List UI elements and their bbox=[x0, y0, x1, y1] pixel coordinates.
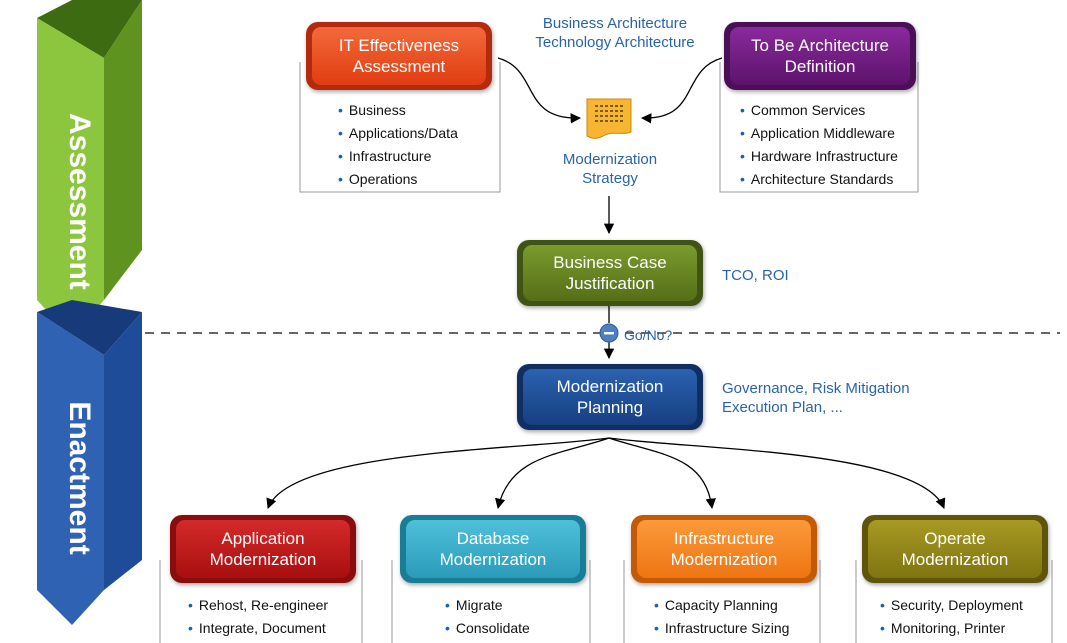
list-item: Business bbox=[338, 99, 458, 122]
list-item: Infrastructure Sizing bbox=[654, 617, 790, 640]
to-be-architecture-title: To Be Architecture Definition bbox=[730, 27, 910, 85]
decision-label: Go/No? bbox=[624, 327, 673, 343]
bracket-it-effectiveness bbox=[299, 62, 501, 193]
phase-enactment-label: Enactment bbox=[63, 401, 96, 555]
phase-arrows bbox=[37, 0, 142, 625]
to-be-architecture-box[interactable]: To Be Architecture Definition bbox=[724, 22, 916, 90]
arrow-planning-to-database bbox=[495, 437, 610, 510]
assessment-arrow-side bbox=[104, 0, 142, 300]
list-item: Security, Deployment bbox=[880, 594, 1023, 617]
arrow-planning-to-application bbox=[266, 437, 610, 509]
operate-modernization-title: Operate Modernization bbox=[868, 520, 1042, 578]
business-case-note: TCO, ROI bbox=[722, 267, 789, 284]
database-modernization-list: Migrate Consolidate bbox=[445, 594, 530, 640]
arrow-tobe-to-strategy bbox=[640, 57, 723, 124]
to-be-architecture-list: Common Services Application Middleware H… bbox=[740, 99, 898, 191]
phase-assessment-label: Assessment bbox=[63, 113, 96, 290]
infrastructure-modernization-box[interactable]: Infrastructure Modernization bbox=[631, 515, 817, 583]
list-item: Monitoring, Printer bbox=[880, 617, 1023, 640]
list-item: Migrate bbox=[445, 594, 530, 617]
list-item: Application Middleware bbox=[740, 122, 898, 145]
database-modernization-title: Database Modernization bbox=[406, 520, 580, 578]
minus-circle-icon[interactable] bbox=[598, 322, 620, 344]
bracket-infrastructure bbox=[623, 560, 821, 643]
arrow-planning-to-operate bbox=[608, 437, 946, 509]
planning-box[interactable]: Modernization Planning bbox=[517, 364, 703, 430]
application-modernization-box[interactable]: Application Modernization bbox=[170, 515, 356, 583]
list-item: Architecture Standards bbox=[740, 168, 898, 191]
bracket-database bbox=[391, 560, 591, 643]
it-effectiveness-box[interactable]: IT Effectiveness Assessment bbox=[306, 22, 492, 90]
bracket-application bbox=[159, 560, 363, 643]
bracket-to-be bbox=[719, 62, 919, 193]
enactment-arrow-body bbox=[37, 312, 104, 625]
enactment-arrow-side bbox=[104, 312, 142, 590]
list-item: Consolidate bbox=[445, 617, 530, 640]
database-modernization-box[interactable]: Database Modernization bbox=[400, 515, 586, 583]
application-modernization-title: Application Modernization bbox=[176, 520, 350, 578]
list-item: Common Services bbox=[740, 99, 898, 122]
list-item: Infrastructure bbox=[338, 145, 458, 168]
business-case-title: Business Case Justification bbox=[523, 245, 697, 301]
assessment-arrow-top-face bbox=[37, 0, 142, 58]
it-effectiveness-title: IT Effectiveness Assessment bbox=[312, 27, 486, 85]
arrow-planning-to-infrastructure bbox=[608, 437, 716, 510]
infrastructure-modernization-title: Infrastructure Modernization bbox=[637, 520, 811, 578]
planning-note: Governance, Risk Mitigation Execution Pl… bbox=[722, 380, 910, 416]
list-item: Hardware Infrastructure bbox=[740, 145, 898, 168]
arrow-it-to-strategy bbox=[497, 57, 582, 124]
business-case-box[interactable]: Business Case Justification bbox=[517, 240, 703, 306]
architecture-note: Business Architecture Technology Archite… bbox=[535, 15, 695, 51]
list-item: Applications/Data bbox=[338, 122, 458, 145]
it-effectiveness-list: Business Applications/Data Infrastructur… bbox=[338, 99, 458, 191]
list-item: Capacity Planning bbox=[654, 594, 789, 617]
strategy-label: Modernization Strategy bbox=[562, 151, 658, 187]
planning-title: Modernization Planning bbox=[523, 369, 697, 425]
bracket-operate bbox=[855, 560, 1053, 643]
infrastructure-modernization-list: Capacity Planning Infrastructure Sizing bbox=[654, 594, 790, 640]
assessment-arrow-body bbox=[37, 18, 104, 338]
list-item: Rehost, Re-engineer bbox=[188, 594, 328, 617]
enactment-arrow-top-face bbox=[37, 300, 142, 355]
list-item: Operations bbox=[338, 168, 458, 191]
application-modernization-list: Rehost, Re-engineer Integrate, Document bbox=[188, 594, 328, 640]
operate-modernization-list: Security, Deployment Monitoring, Printer bbox=[880, 594, 1023, 640]
operate-modernization-box[interactable]: Operate Modernization bbox=[862, 515, 1048, 583]
list-item: Integrate, Document bbox=[188, 617, 328, 640]
document-icon bbox=[586, 98, 632, 139]
